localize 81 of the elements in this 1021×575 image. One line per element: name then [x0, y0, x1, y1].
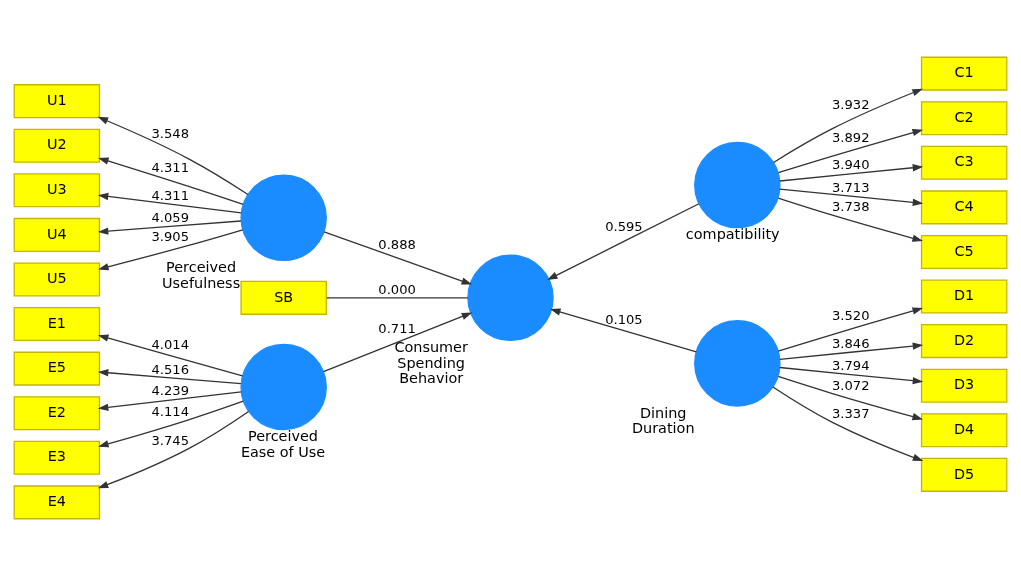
edge-label: 4.059: [151, 209, 190, 225]
node-box: D4: [920, 412, 1008, 447]
node-circle: [240, 174, 327, 261]
node-box: D3: [920, 368, 1008, 403]
node-box: E3: [13, 440, 101, 475]
edge-label: 3.738: [831, 198, 870, 214]
node-circle: [694, 141, 781, 228]
arrow: [97, 368, 242, 384]
edge-label: 0.000: [378, 281, 416, 297]
node-box: U3: [13, 172, 101, 207]
arrow: [550, 307, 697, 352]
node-box: E2: [13, 395, 101, 430]
node-circle: [240, 343, 327, 430]
arrow: [777, 197, 923, 242]
arrow: [547, 202, 700, 280]
edge-label: 0.711: [378, 320, 416, 336]
node-circle: [467, 254, 554, 341]
arrow: [97, 192, 242, 213]
node-box: E5: [13, 351, 101, 386]
edge-label: 4.311: [151, 187, 190, 202]
connector: [325, 296, 469, 298]
arrow: [322, 312, 473, 372]
arrow: [97, 116, 249, 195]
node-box: C4: [920, 189, 1008, 224]
edge-label: 0.888: [378, 236, 416, 252]
node-box: D1: [920, 278, 1008, 314]
edge-label: 4.239: [151, 382, 190, 398]
arrow: [97, 390, 242, 411]
arrow: [97, 219, 242, 235]
node-box: U5: [13, 261, 101, 297]
edge-label: 3.713: [831, 179, 870, 195]
node-label: Consumer Spending Behavior: [394, 338, 468, 386]
arrow: [97, 334, 244, 376]
edge-label: 3.745: [151, 432, 190, 448]
arrow: [777, 375, 923, 420]
arrow: [98, 228, 244, 270]
node-box: D2: [920, 323, 1008, 358]
node-box: U4: [13, 217, 101, 252]
arrow: [98, 157, 244, 205]
node-box: E1: [13, 306, 101, 341]
node-box: C5: [920, 234, 1008, 269]
edge-label: 3.794: [831, 357, 870, 373]
node-box: D5: [920, 457, 1008, 492]
arrow: [772, 88, 923, 163]
arrow: [777, 306, 923, 352]
arrow: [98, 400, 244, 447]
edge-label: 3.337: [831, 405, 870, 421]
edge-label: 3.072: [831, 377, 870, 393]
node-box: SB: [240, 280, 327, 315]
edge-label: 3.520: [831, 307, 870, 323]
edge-label: 3.940: [831, 156, 870, 172]
node-box: C2: [920, 100, 1008, 135]
arrow: [779, 163, 924, 182]
node-label: Dining Duration: [631, 404, 695, 436]
arrow: [777, 128, 923, 173]
arrow: [779, 366, 924, 384]
edge-label: 4.014: [151, 336, 190, 352]
arrow: [779, 188, 924, 206]
node-box: E4: [13, 484, 101, 519]
edge-label: 4.114: [151, 403, 190, 419]
edge-label: 3.548: [151, 125, 190, 141]
edge-label: 4.516: [151, 361, 190, 377]
node-label: Perceived Ease of Use: [240, 427, 326, 460]
edge-label: 4.311: [151, 159, 190, 175]
node-box: C1: [920, 56, 1008, 91]
edge-label: 0.595: [605, 218, 643, 234]
node-label: compatibility: [685, 225, 780, 242]
arrow: [772, 385, 924, 461]
node-box: U1: [13, 83, 101, 118]
node-box: C3: [920, 145, 1008, 180]
node-box: U2: [13, 128, 101, 163]
node-label: Perceived Usefulness: [162, 258, 241, 291]
arrow: [97, 410, 250, 488]
edge-label: 3.905: [151, 228, 190, 244]
edge-label: 3.932: [831, 96, 870, 112]
arrow: [779, 341, 924, 360]
node-circle: [694, 319, 781, 407]
edge-label: 3.846: [831, 335, 870, 351]
arrow: [323, 230, 473, 285]
edge-label: 0.105: [605, 311, 643, 327]
edge-label: 3.892: [831, 129, 870, 145]
